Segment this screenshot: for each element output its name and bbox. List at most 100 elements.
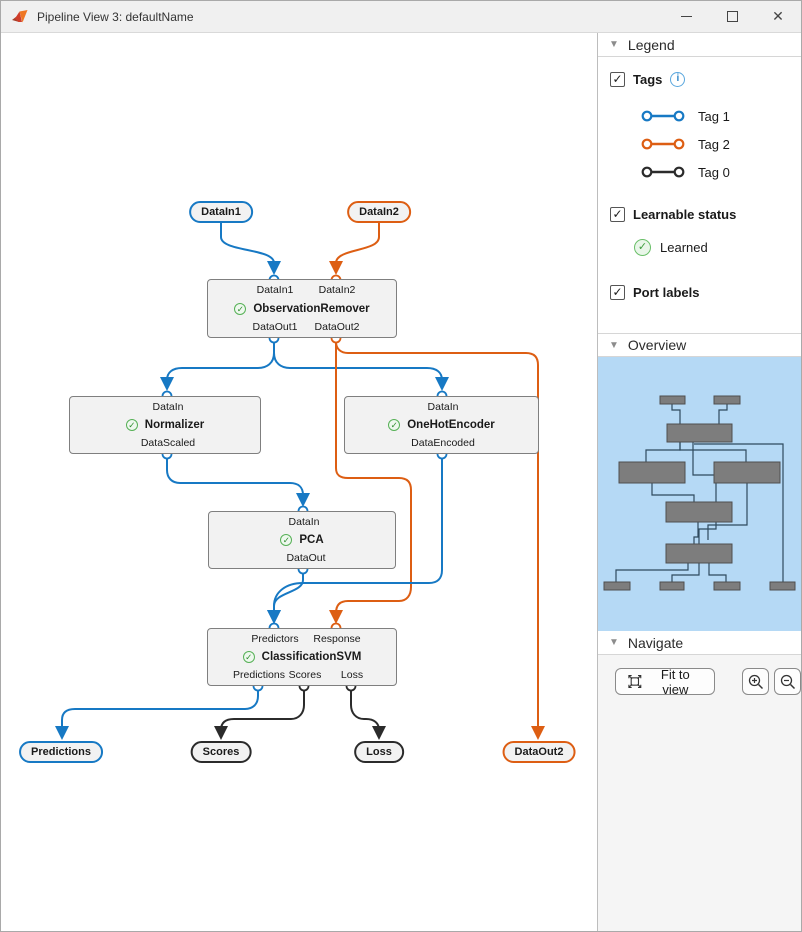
edge-datain1[interactable] xyxy=(220,222,281,275)
learnable-status-label: Learnable status xyxy=(633,206,737,222)
block-observationremover[interactable]: DataIn1 DataIn2 ObservationRemover DataO… xyxy=(207,279,397,338)
learned-legend-item: Learned xyxy=(634,236,791,258)
block-normalizer[interactable]: DataIn Normalizer DataScaled xyxy=(69,396,261,454)
navigate-body: Fit to view xyxy=(598,655,801,931)
output-pill-dataout2[interactable]: DataOut2 xyxy=(502,741,576,763)
port-label: DataOut xyxy=(286,552,326,564)
output-pill-predictions[interactable]: Predictions xyxy=(19,741,103,763)
output-pill-label: Scores xyxy=(202,746,240,758)
output-pill-label: Loss xyxy=(366,746,392,758)
tags-row: Tags xyxy=(610,69,791,89)
legend-section-header[interactable]: ▼ Legend xyxy=(598,33,801,57)
edge-scores[interactable] xyxy=(214,689,305,740)
port-label: DataOut2 xyxy=(314,321,360,333)
overview-section-header[interactable]: ▼ Overview xyxy=(598,333,801,357)
port-label: DataIn2 xyxy=(318,284,356,296)
edge-dataencoded-predictors[interactable] xyxy=(267,457,443,624)
overview-minimap[interactable] xyxy=(598,357,801,631)
pipeline-canvas[interactable]: DataIn1 DataIn2 DataIn1 DataIn2 Observat… xyxy=(1,33,597,931)
edge-dataout-predictors[interactable] xyxy=(267,572,304,624)
titlebar[interactable]: Pipeline View 3: defaultName ✕ xyxy=(1,1,801,33)
edge-loss[interactable] xyxy=(350,689,386,740)
port-label: Response xyxy=(313,633,361,645)
port-label: DataIn xyxy=(152,401,184,413)
edge-dataout1-normalizer[interactable] xyxy=(160,341,275,391)
fit-to-view-button[interactable]: Fit to view xyxy=(615,667,715,697)
learned-label: Learned xyxy=(660,239,708,255)
input-pill-label: DataIn2 xyxy=(359,206,399,218)
legend-body: Tags Tag 1 Tag 2 Tag 0 xyxy=(598,57,801,333)
port-label: Scores xyxy=(288,669,322,681)
minimap-graphic xyxy=(603,395,796,591)
zoom-in-button[interactable] xyxy=(742,668,769,695)
learnable-status-checkbox[interactable] xyxy=(610,206,625,222)
port-label: DataIn xyxy=(288,516,320,528)
minimize-icon xyxy=(680,16,692,17)
close-icon: ✕ xyxy=(772,8,784,24)
tag0-line-icon xyxy=(641,166,685,178)
block-classificationsvm[interactable]: Predictors Response ClassificationSVM Pr… xyxy=(207,628,397,686)
maximize-button[interactable] xyxy=(709,1,755,32)
output-pill-loss[interactable]: Loss xyxy=(354,741,404,763)
close-button[interactable]: ✕ xyxy=(755,1,801,32)
minimize-button[interactable] xyxy=(663,1,709,32)
block-title: PCA xyxy=(299,534,324,546)
input-pill-datain1[interactable]: DataIn1 xyxy=(189,201,253,223)
zoom-in-icon xyxy=(748,674,763,689)
edge-datain2[interactable] xyxy=(329,222,380,275)
window-title: Pipeline View 3: defaultName xyxy=(37,9,194,24)
edge-datascaled-pca[interactable] xyxy=(166,457,310,507)
port-label: DataIn1 xyxy=(256,284,294,296)
edge-dataout2-output[interactable] xyxy=(335,341,545,740)
matlab-logo-icon xyxy=(12,9,28,22)
block-title: ClassificationSVM xyxy=(261,651,362,663)
tag-label: Tag 1 xyxy=(698,108,730,124)
port-labels-checkbox[interactable] xyxy=(610,284,625,300)
port-label: Loss xyxy=(340,669,364,681)
port-label: Predictors xyxy=(251,633,299,645)
learned-status-icon xyxy=(388,419,401,431)
edge-dataout1-onehotencoder[interactable] xyxy=(273,341,449,391)
output-pill-scores[interactable]: Scores xyxy=(190,741,252,763)
collapse-arrow-icon: ▼ xyxy=(609,339,619,351)
port-label: DataScaled xyxy=(140,437,196,449)
port-labels-row: Port labels xyxy=(610,282,791,302)
port-labels-label: Port labels xyxy=(633,284,700,300)
port-label: DataIn xyxy=(427,401,459,413)
navigate-header-label: Navigate xyxy=(627,634,684,651)
collapse-arrow-icon: ▼ xyxy=(609,637,619,648)
block-onehotencoder[interactable]: DataIn OneHotEncoder DataEncoded xyxy=(344,396,539,454)
zoom-out-icon xyxy=(780,674,795,689)
learned-status-icon xyxy=(242,651,255,663)
tags-checkbox[interactable] xyxy=(610,71,625,87)
maximize-icon xyxy=(726,11,738,22)
tag-legend-item: Tag 1 xyxy=(640,102,791,130)
collapse-arrow-icon: ▼ xyxy=(609,39,619,50)
side-panel: ▼ Legend Tags Tag 1 Tag 2 xyxy=(597,33,801,931)
block-title: Normalizer xyxy=(144,419,205,431)
tag-label: Tag 0 xyxy=(698,164,730,180)
output-pill-label: Predictions xyxy=(31,746,91,758)
learnable-status-row: Learnable status xyxy=(610,204,791,224)
tag-label: Tag 2 xyxy=(698,136,730,152)
edge-dataout2-response[interactable] xyxy=(329,341,412,624)
info-icon[interactable] xyxy=(670,71,686,87)
learned-check-icon xyxy=(634,238,651,256)
zoom-out-button[interactable] xyxy=(774,668,801,695)
tag2-line-icon xyxy=(641,138,685,150)
edge-predictions[interactable] xyxy=(55,689,259,740)
block-pca[interactable]: DataIn PCA DataOut xyxy=(208,511,396,569)
tag-legend-item: Tag 2 xyxy=(640,130,791,158)
learned-status-icon xyxy=(234,302,247,315)
input-pill-datain2[interactable]: DataIn2 xyxy=(347,201,411,223)
learned-status-icon xyxy=(280,534,293,546)
tag1-line-icon xyxy=(641,110,685,122)
block-title: OneHotEncoder xyxy=(407,419,495,431)
tag-legend-item: Tag 0 xyxy=(640,158,791,186)
port-label: Predictions xyxy=(233,669,285,681)
navigate-section-header[interactable]: ▼ Navigate xyxy=(598,631,801,655)
fit-to-view-icon xyxy=(628,675,642,688)
port-label: DataOut1 xyxy=(252,321,298,333)
input-pill-label: DataIn1 xyxy=(201,206,241,218)
